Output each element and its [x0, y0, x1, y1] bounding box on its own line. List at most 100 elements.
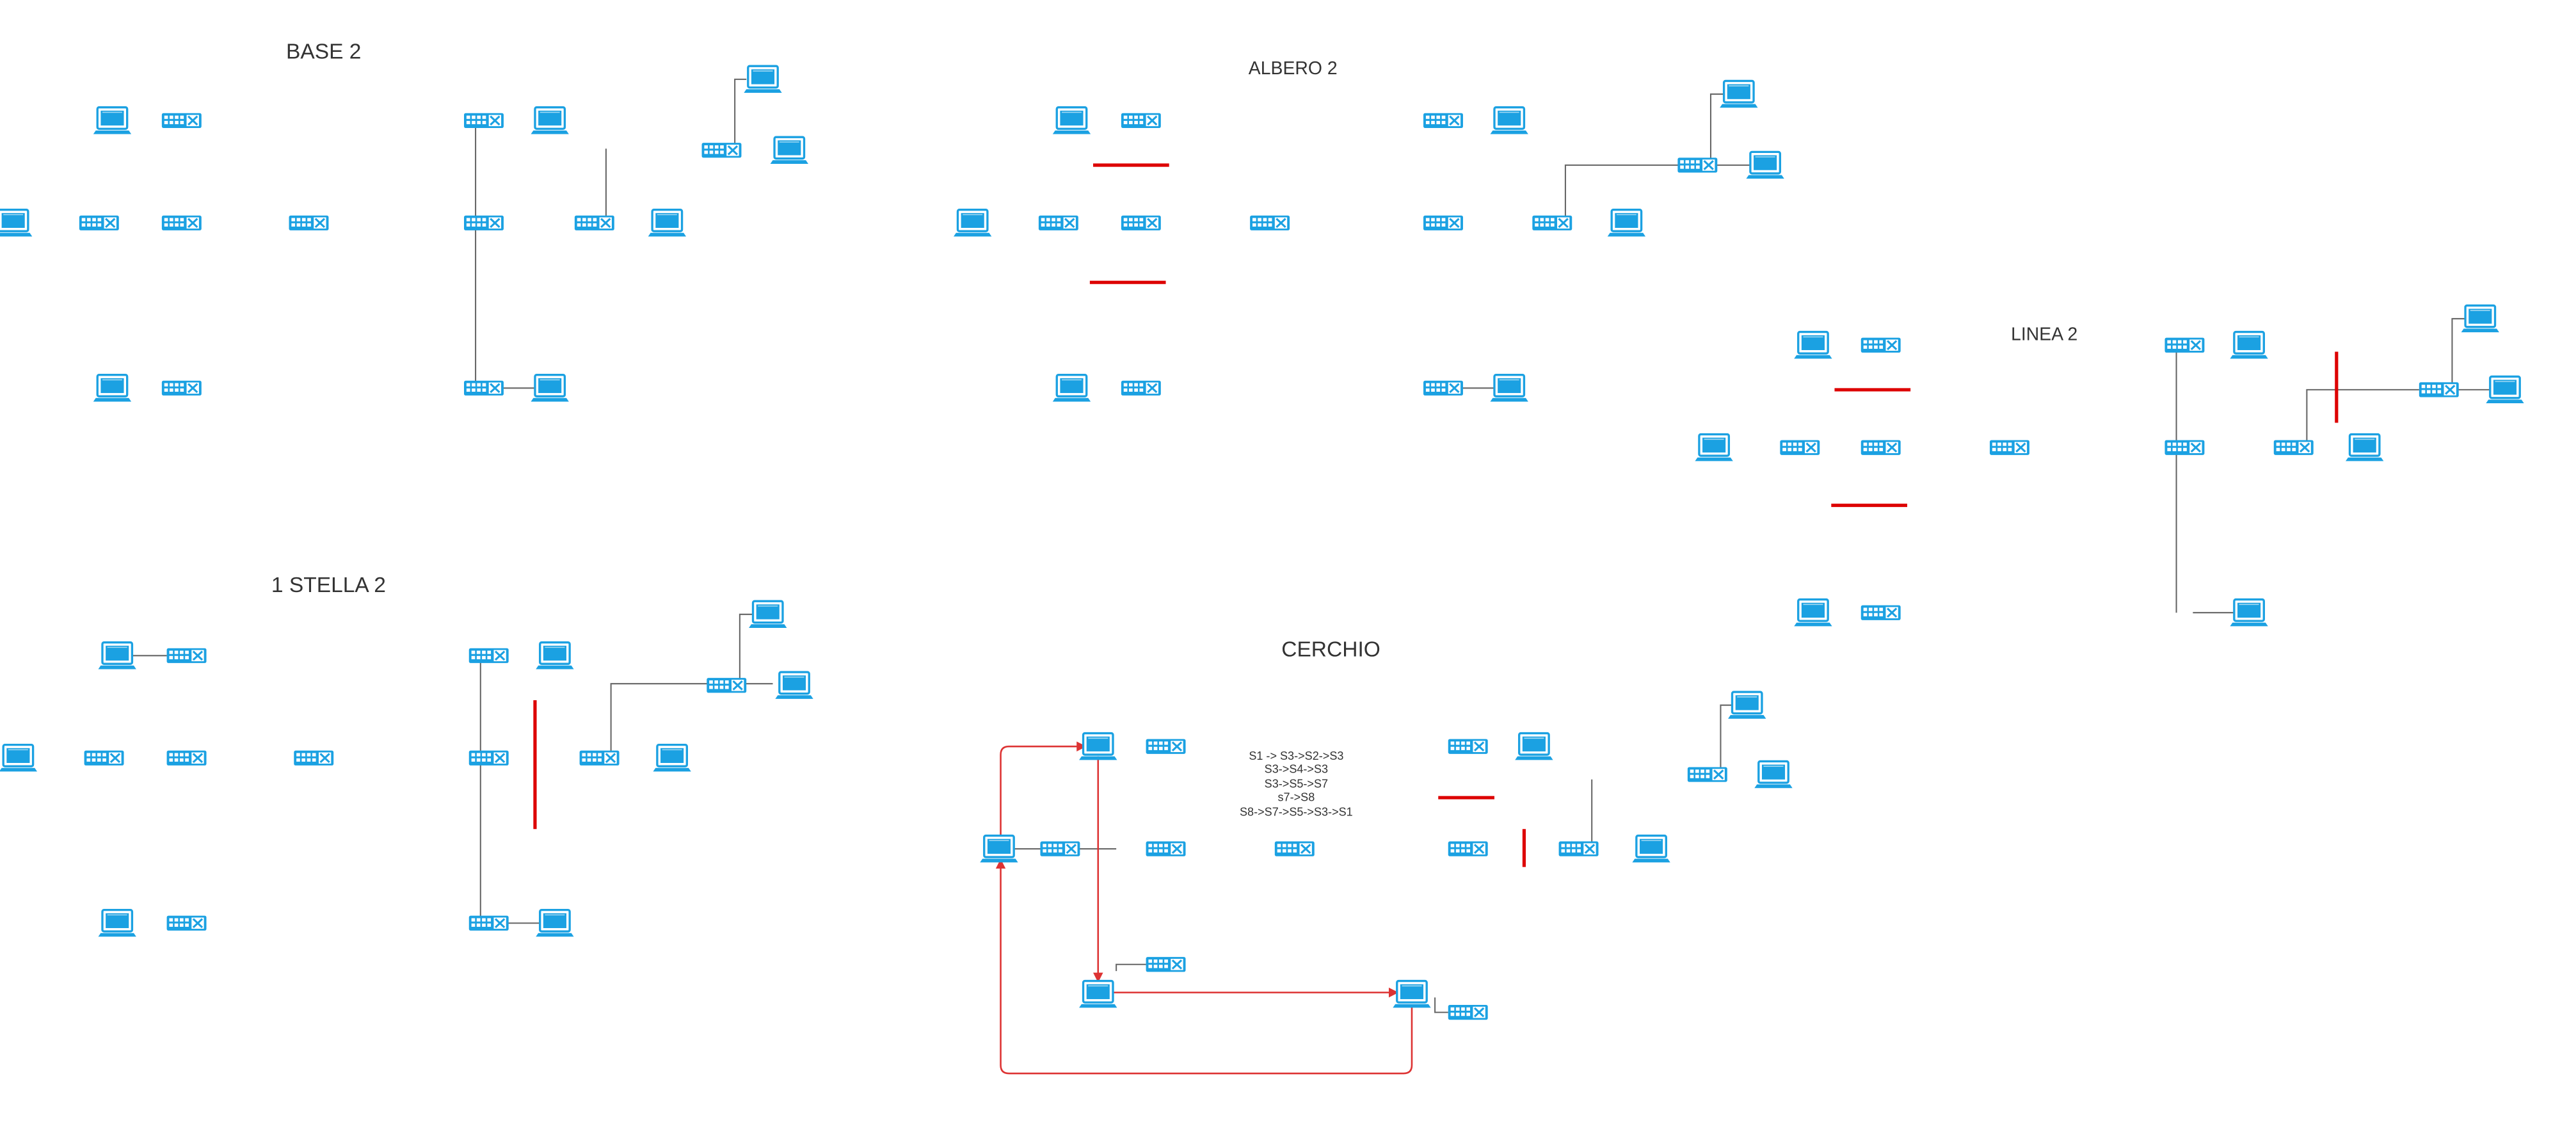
computer-monitor-icon	[2230, 598, 2268, 627]
computer-monitor-icon	[744, 65, 782, 93]
computer-monitor-icon	[1079, 979, 1117, 1008]
network-switch-icon	[1040, 841, 1080, 856]
computer-monitor-icon	[653, 743, 691, 772]
computer-monitor-icon	[536, 641, 574, 670]
network-switch-icon	[468, 915, 509, 931]
network-switch-icon	[2164, 337, 2205, 353]
network-switch-icon	[294, 750, 334, 766]
computer-monitor-icon	[98, 908, 136, 937]
network-switch-icon	[579, 750, 620, 766]
network-switch-icon	[1250, 215, 1290, 230]
computer-monitor-icon	[2461, 304, 2499, 333]
computer-monitor-icon	[1052, 374, 1091, 402]
network-switch-icon	[1121, 113, 1161, 128]
network-switch-icon	[1038, 215, 1078, 230]
network-switch-icon	[166, 750, 207, 766]
network-switch-icon	[1532, 215, 1572, 230]
network-link	[1709, 93, 1724, 166]
network-switch-icon	[701, 143, 742, 158]
cerchio-path-note: S1 -> S3->S2->S3 S3->S4->S3 S3->S5->S7 s…	[1240, 751, 1353, 821]
computer-monitor-icon	[1794, 598, 1832, 627]
computer-monitor-icon	[1794, 330, 1832, 359]
network-switch-icon	[1687, 767, 1727, 782]
computer-monitor-icon	[954, 208, 992, 237]
network-switch-icon	[1448, 841, 1488, 856]
network-switch-icon	[1990, 440, 2029, 455]
network-switch-icon	[1558, 841, 1599, 856]
network-switch-icon	[1146, 739, 1186, 754]
network-switch-icon	[1860, 605, 1901, 620]
network-switch-icon	[707, 678, 747, 693]
computer-monitor-icon	[1632, 834, 1670, 863]
network-switch-icon	[1448, 1004, 1488, 1020]
computer-monitor-icon	[1079, 732, 1117, 760]
computer-monitor-icon	[1490, 374, 1528, 402]
network-switch-icon	[468, 750, 509, 766]
route-arrow	[995, 858, 1413, 1075]
title-base: BASE 2	[285, 38, 362, 64]
cerchio-note-line: S8->S7->S5->S3->S1	[1240, 806, 1353, 819]
network-link	[610, 683, 710, 758]
computer-monitor-icon	[775, 671, 813, 699]
network-switch-icon	[574, 215, 614, 230]
network-link	[2451, 317, 2467, 390]
network-switch-icon	[464, 215, 504, 230]
network-link	[1434, 997, 1448, 1013]
network-switch-icon	[1121, 215, 1161, 230]
network-switch-icon	[1860, 337, 1901, 353]
network-switch-icon	[161, 380, 202, 396]
network-switch-icon	[468, 648, 509, 663]
computer-monitor-icon	[0, 743, 38, 772]
network-link	[739, 613, 753, 684]
network-link	[2306, 389, 2419, 441]
computer-monitor-icon	[93, 374, 132, 402]
title-cerchio: CERCHIO	[1281, 636, 1380, 662]
computer-monitor-icon	[1052, 106, 1091, 134]
routes-layer	[995, 741, 1413, 1075]
network-switch-icon	[1423, 215, 1463, 230]
computer-monitor-icon	[531, 106, 569, 134]
network-switch-icon	[464, 380, 504, 396]
computer-monitor-icon	[93, 106, 132, 134]
network-switch-icon	[1274, 841, 1315, 856]
links-layer	[132, 78, 2490, 1013]
computer-monitor-icon	[1720, 79, 1758, 108]
network-switch-icon	[2164, 440, 2205, 455]
network-switch-icon	[1121, 380, 1161, 396]
computer-monitor-icon	[1393, 979, 1431, 1008]
network-switch-icon	[166, 648, 207, 663]
computer-monitor-icon	[2346, 433, 2384, 461]
computer-monitor-icon	[770, 136, 808, 164]
network-switch-icon	[1448, 739, 1488, 754]
network-switch-icon	[464, 113, 504, 128]
cerchio-note-line: S1 -> S3->S2->S3	[1249, 751, 1344, 764]
route-arrow	[1000, 741, 1087, 839]
computer-monitor-icon	[749, 600, 787, 628]
computer-monitor-icon	[1695, 433, 1733, 461]
cerchio-note-line: S3->S4->S3	[1264, 765, 1329, 777]
network-link	[1116, 963, 1146, 972]
computer-monitor-icon	[1754, 760, 1793, 789]
network-switch-icon	[2273, 440, 2314, 455]
computer-monitor-icon	[980, 834, 1018, 863]
computer-monitor-icon	[1490, 106, 1528, 134]
network-link	[1564, 164, 1681, 216]
title-albero: ALBERO 2	[1248, 59, 1338, 79]
network-switch-icon	[1146, 957, 1186, 972]
computer-monitor-icon	[2230, 330, 2268, 359]
network-switch-icon	[1780, 440, 1820, 455]
network-switch-icon	[84, 750, 124, 766]
network-switch-icon	[161, 215, 202, 230]
network-switch-icon	[1860, 440, 1901, 455]
network-switch-icon	[289, 215, 329, 230]
cerchio-note-line: S3->S5->S7	[1264, 779, 1329, 791]
network-switch-icon	[166, 915, 207, 931]
network-switch-icon	[1423, 113, 1463, 128]
computer-monitor-icon	[1607, 208, 1646, 237]
computer-monitor-icon	[1728, 691, 1766, 719]
computer-monitor-icon	[0, 208, 33, 237]
title-stella: 1 STELLA 2	[271, 572, 386, 597]
